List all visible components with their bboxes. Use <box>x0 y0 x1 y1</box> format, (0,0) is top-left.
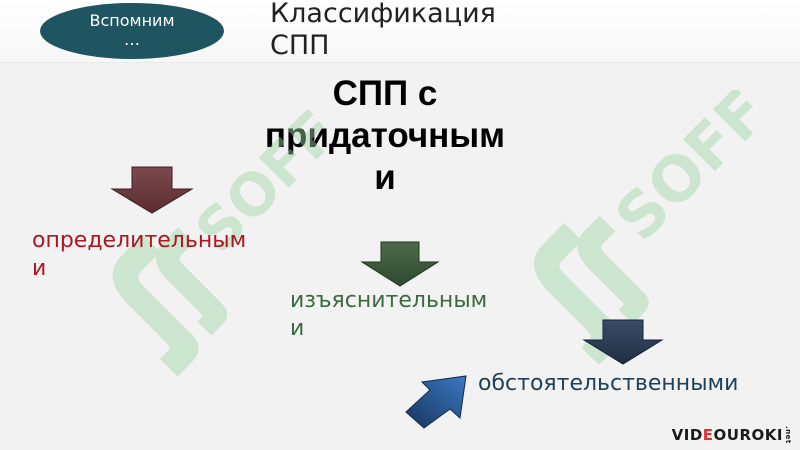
slide-title: Классификация СПП <box>270 0 496 61</box>
label-explanatory: изъяснительным и <box>290 288 488 341</box>
arrow-down-icon <box>582 319 664 365</box>
logo-prefix: VID <box>671 426 703 444</box>
arrow-down-icon <box>360 241 440 287</box>
label-attributive: определительным и <box>32 228 247 281</box>
recall-button-label: Вспомним … <box>89 11 175 49</box>
logo-tld: .net <box>784 426 792 444</box>
arrow-up-right-icon <box>405 375 467 429</box>
logo-accent: E <box>702 426 714 444</box>
label-adverbial: обстоятельственными <box>478 371 739 396</box>
recall-button[interactable]: Вспомним … <box>40 3 224 59</box>
videouroki-logo: VIDEOUROKI.net <box>672 426 792 444</box>
slide-subtitle: СПП с придаточным и <box>264 74 506 197</box>
arrow-down-icon <box>110 166 194 214</box>
svg-text:SOFF: SOFF <box>601 90 780 255</box>
logo-suffix: OUROKI <box>713 426 783 444</box>
